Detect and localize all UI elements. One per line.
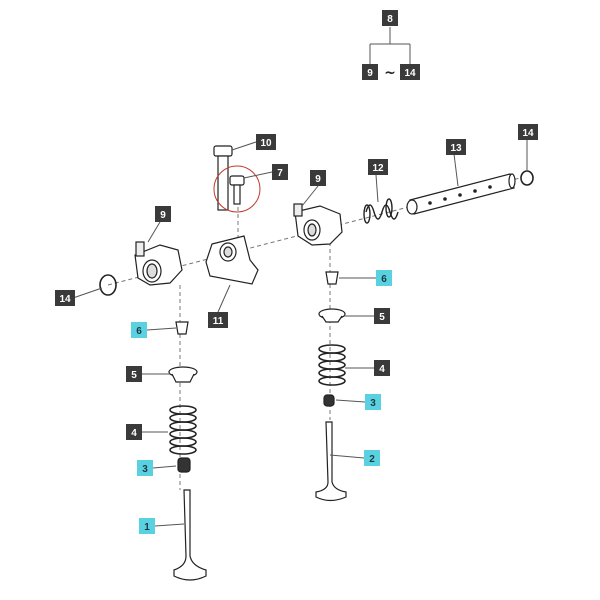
callout-box-bg: [131, 322, 147, 338]
rocker-arm-right: [293, 203, 343, 246]
shaft-spring: [363, 198, 399, 224]
callout-number: 6: [136, 326, 142, 337]
spring-retainer-right: [318, 308, 346, 323]
short-bolt: [229, 175, 245, 205]
callout-box-bg: [55, 290, 75, 306]
callout-number: 11: [213, 316, 224, 327]
svg-text:9: 9: [367, 68, 373, 79]
callout-box-bg: [365, 394, 381, 410]
callout-number: 12: [372, 163, 384, 174]
callout-c9b[interactable]: 9: [310, 170, 326, 186]
kit-group-bracket: [369, 27, 411, 64]
callout-box-bg: [208, 312, 228, 328]
callout-box-bg: [137, 460, 153, 476]
callout-labels: 10 7 9 9 12 13 14 14 11 6 6 5 5 4 4 3 3 2 1: [55, 124, 538, 534]
callout-number: 2: [369, 454, 375, 465]
circlip-right: [520, 170, 534, 186]
callout-c5b[interactable]: 5: [374, 308, 390, 324]
highlight-circle: [213, 165, 261, 213]
callout-14-range-end[interactable]: 14: [400, 64, 420, 80]
callout-number: 3: [370, 398, 376, 409]
callout-c3b[interactable]: 3: [365, 394, 381, 410]
callout-box-bg: [364, 450, 380, 466]
callout-number: 1: [144, 522, 150, 533]
callout-box-bg: [126, 424, 142, 440]
valve-spring-right: [318, 344, 346, 386]
callout-number: 9: [315, 174, 321, 185]
callout-box-bg: [126, 366, 142, 382]
callout-c2[interactable]: 2: [364, 450, 380, 466]
callout-number: 14: [522, 128, 534, 139]
leader-lines: [72, 140, 528, 527]
callout-number: 7: [277, 168, 283, 179]
intake-valve: [173, 489, 207, 581]
callout-c7[interactable]: 7: [272, 164, 288, 180]
callout-number: 6: [381, 274, 387, 285]
valve-spring-left: [169, 405, 197, 455]
callout-box-bg: [272, 164, 288, 180]
callout-c4b[interactable]: 4: [374, 360, 390, 376]
callout-c1[interactable]: 1: [139, 518, 155, 534]
callout-number: 5: [379, 312, 385, 323]
callout-c14a[interactable]: 14: [518, 124, 538, 140]
callout-number: 3: [142, 464, 148, 475]
svg-text:8: 8: [387, 14, 393, 25]
callout-number: 4: [379, 364, 385, 375]
callout-c11[interactable]: 11: [208, 312, 228, 328]
callout-box-bg: [256, 134, 276, 150]
callout-number: 5: [131, 370, 137, 381]
rocker-shaft: [406, 173, 516, 215]
callout-box-bg: [139, 518, 155, 534]
callout-number: 10: [260, 138, 272, 149]
valve-keeper-right: [325, 271, 339, 285]
callout-box-bg: [376, 270, 392, 286]
valve-keeper-left: [175, 321, 189, 335]
callout-c14b[interactable]: 14: [55, 290, 75, 306]
callout-box-bg: [368, 159, 388, 175]
exhaust-valve: [315, 421, 347, 502]
rocker-bracket: [205, 235, 259, 285]
callout-c9a[interactable]: 9: [155, 206, 171, 222]
callout-box-bg: [374, 360, 390, 376]
callout-c6a[interactable]: 6: [131, 322, 147, 338]
range-separator: ~: [384, 65, 396, 81]
svg-text:14: 14: [404, 68, 416, 79]
callout-8[interactable]: 8: [382, 10, 398, 26]
callout-c13[interactable]: 13: [446, 139, 466, 155]
callout-9-range-start[interactable]: 9: [362, 64, 378, 80]
valve-seal-right: [323, 394, 335, 407]
callout-number: 9: [160, 210, 166, 221]
callout-c12[interactable]: 12: [368, 159, 388, 175]
callout-c4a[interactable]: 4: [126, 424, 142, 440]
callout-box-bg: [446, 139, 466, 155]
circlip-left: [99, 274, 117, 296]
callout-box-bg: [374, 308, 390, 324]
callout-box-bg: [155, 206, 171, 222]
callout-number: 14: [59, 294, 71, 305]
callout-c6b[interactable]: 6: [376, 270, 392, 286]
long-bolt: [213, 145, 233, 211]
callout-box-bg: [518, 124, 538, 140]
callout-number: 13: [450, 143, 462, 154]
rocker-arm-left: [134, 241, 183, 286]
callout-box-bg: [310, 170, 326, 186]
callout-c5a[interactable]: 5: [126, 366, 142, 382]
callout-c10[interactable]: 10: [256, 134, 276, 150]
callout-c3a[interactable]: 3: [137, 460, 153, 476]
callout-number: 4: [131, 428, 137, 439]
valve-seal-left: [177, 457, 191, 473]
spring-retainer-left: [168, 366, 198, 383]
